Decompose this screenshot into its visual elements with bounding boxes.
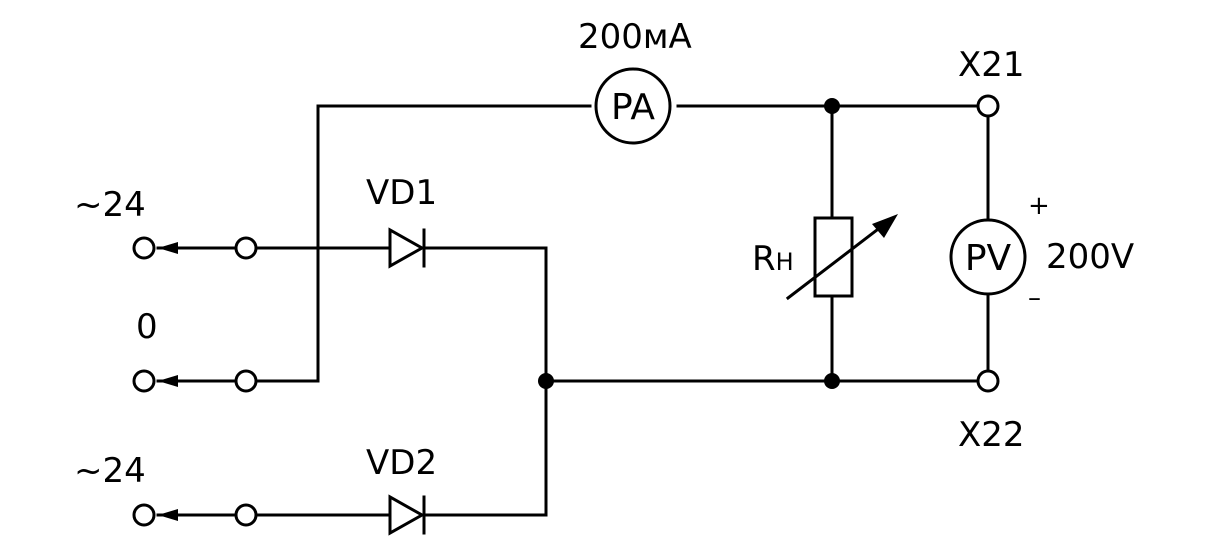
diode-vd2-label: VD2 — [366, 443, 437, 483]
input-terminal-top — [132, 236, 258, 260]
input-top-label: ~24 — [74, 185, 146, 225]
diode-vd2 — [388, 494, 426, 536]
voltmeter-plus: + — [1028, 191, 1050, 221]
junction-dot — [538, 373, 554, 389]
ammeter-symbol: PA — [611, 87, 655, 128]
junction-dot — [824, 373, 840, 389]
terminal-x21-label: X21 — [958, 45, 1025, 85]
input-terminal-mid — [132, 369, 258, 393]
terminal-x22-label: X22 — [958, 415, 1025, 455]
ammeter: PA — [594, 67, 672, 145]
diode-vd1-label: VD1 — [366, 173, 437, 213]
voltmeter-rating: 200V — [1046, 237, 1134, 277]
output-terminal-x22 — [976, 369, 1000, 393]
diode-vd1 — [388, 227, 426, 269]
voltmeter: PV — [949, 218, 1027, 296]
variable-resistor — [785, 214, 898, 301]
resistor-label: RН — [752, 239, 794, 279]
voltmeter-symbol: PV — [965, 238, 1012, 279]
voltmeter-minus: – — [1028, 283, 1041, 313]
input-mid-label: 0 — [136, 307, 158, 347]
junction-dot — [824, 98, 840, 114]
input-terminal-bottom — [132, 503, 258, 527]
ammeter-rating: 200мА — [578, 17, 692, 57]
output-terminal-x21 — [976, 94, 1000, 118]
input-bottom-label: ~24 — [74, 451, 146, 491]
